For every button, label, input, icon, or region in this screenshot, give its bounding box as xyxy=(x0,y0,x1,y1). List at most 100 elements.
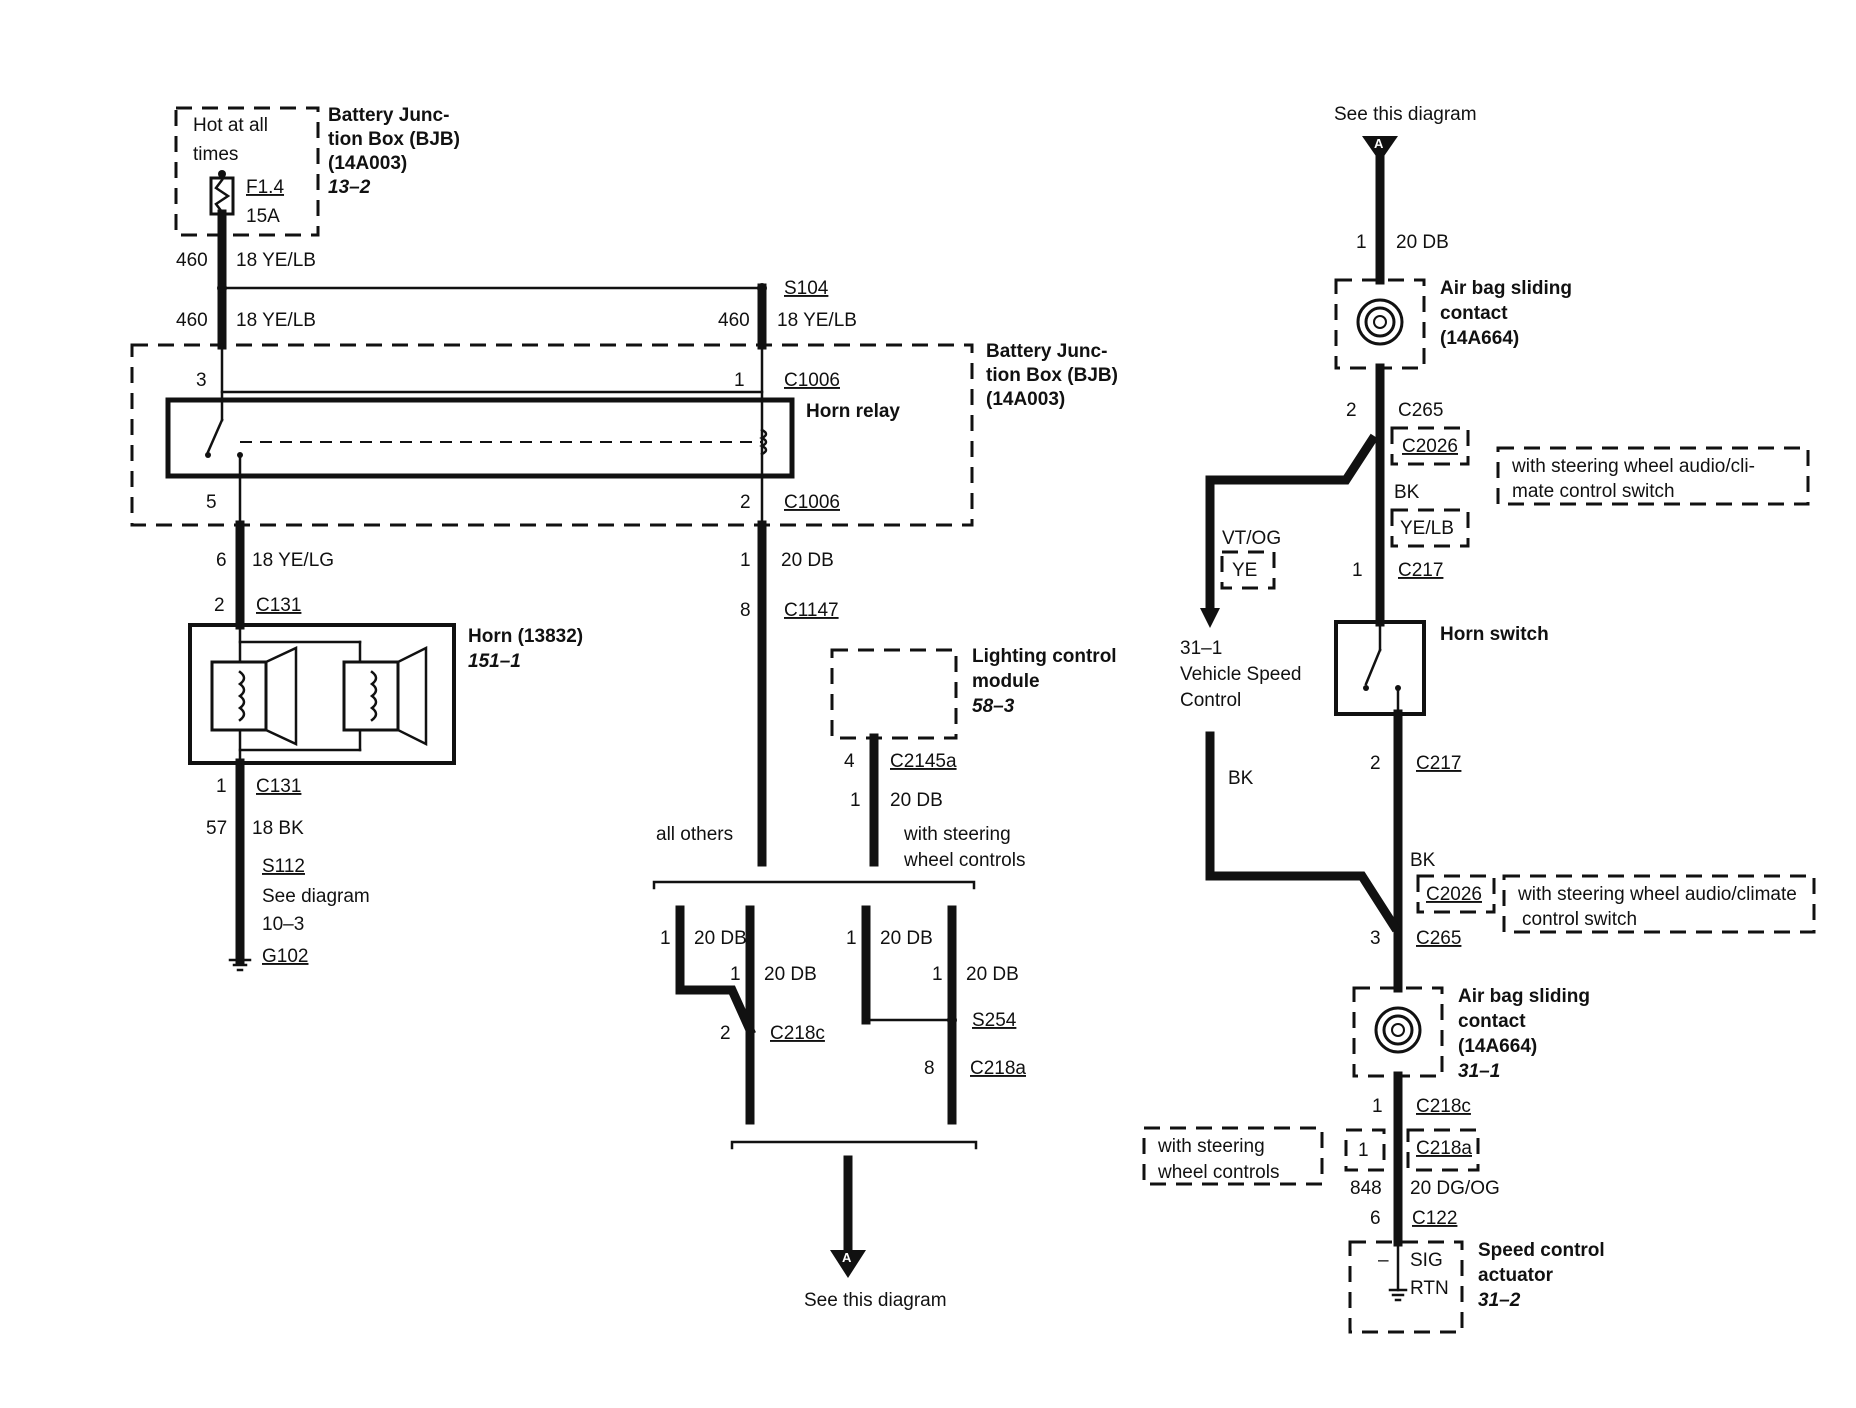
relay-pin3: 3 xyxy=(196,370,207,391)
c218a-r: C218a xyxy=(1416,1138,1472,1159)
middle-section: 1 20 DB 8 C1147 Lighting control module … xyxy=(652,520,1117,1311)
b3-spec: 20 DB xyxy=(880,928,933,949)
arrow-a-top-icon xyxy=(1362,136,1398,162)
arrow-a-label-right: A xyxy=(1374,136,1384,151)
wire-bk-left xyxy=(1205,731,1401,933)
c217-bot-pin: 2 xyxy=(1370,753,1381,774)
horn-ref: 151–1 xyxy=(468,651,521,672)
horn-name: Horn (13832) xyxy=(468,626,583,647)
clockspring-icon-top xyxy=(1356,298,1404,346)
note-top-1: with steering wheel audio/cli- xyxy=(1511,456,1755,477)
clockspring-icon-bottom xyxy=(1374,1006,1422,1054)
see-this-right: See this diagram xyxy=(1334,104,1477,125)
relay-contact-a xyxy=(205,452,211,458)
actuator-ground-icon xyxy=(1388,1288,1408,1302)
w460c-spec: 18 YE/LB xyxy=(777,310,857,331)
relay-name: Horn relay xyxy=(806,401,900,422)
c218c-pin: 2 xyxy=(720,1023,731,1044)
w6-circuit: 6 xyxy=(216,550,227,571)
branch-1-jog xyxy=(675,985,756,1036)
arrow-down-icon xyxy=(1200,608,1220,628)
c218c-conn-r: C218c xyxy=(1416,1096,1471,1117)
w848-circuit: 848 xyxy=(1350,1178,1382,1199)
airbag-top-2: contact xyxy=(1440,303,1508,324)
relay-pin1: 1 xyxy=(734,370,745,391)
bjb-top-name-3: (14A003) xyxy=(328,153,407,174)
mw1b-spec: 20 DB xyxy=(890,790,943,811)
arrow-a-label-mid: A xyxy=(842,1250,852,1265)
s104-label: S104 xyxy=(784,278,829,299)
fuse-node xyxy=(218,170,226,178)
rw1-spec: 20 DB xyxy=(1396,232,1449,253)
bjb-top-ref: 13–2 xyxy=(328,177,371,198)
fuse-element-icon xyxy=(214,178,231,214)
w460b-circuit: 460 xyxy=(176,310,208,331)
arrow-a-down-icon xyxy=(830,1250,866,1278)
w57-circuit: 57 xyxy=(206,818,227,839)
actuator-name-1: Speed control xyxy=(1478,1240,1605,1261)
lcm-ref: 58–3 xyxy=(972,696,1015,717)
actuator-rtn: RTN xyxy=(1410,1278,1449,1299)
relay-switch-icon xyxy=(206,418,224,454)
airbag-bot-3: (14A664) xyxy=(1458,1036,1537,1057)
c2026-bot-box xyxy=(1416,874,1496,914)
ye-lb-box xyxy=(1390,508,1470,548)
left-section: Hot at all times F1.4 15A Battery Junc- … xyxy=(130,105,1118,972)
alt-pin: 1 xyxy=(1358,1140,1369,1161)
bjb-fuse-box xyxy=(174,106,320,237)
c265-bot-pin: 3 xyxy=(1370,928,1381,949)
c131-top-pin: 2 xyxy=(214,595,225,616)
mw1-pin: 1 xyxy=(740,550,751,571)
option-bracket-bottom xyxy=(730,1140,978,1150)
actuator-ref: 31–2 xyxy=(1478,1290,1521,1311)
b2-pin: 1 xyxy=(730,964,741,985)
c2026-top-box xyxy=(1390,426,1470,466)
vsc-3: Control xyxy=(1180,690,1241,711)
w460b-spec: 18 YE/LB xyxy=(236,310,316,331)
c265-top-conn: C265 xyxy=(1398,400,1443,421)
c218a-pin: 8 xyxy=(924,1058,935,1079)
rw1-pin: 1 xyxy=(1356,232,1367,253)
c218c-conn: C218c xyxy=(770,1023,825,1044)
b4-spec: 20 DB xyxy=(966,964,1019,985)
c218a-box xyxy=(1406,1128,1480,1172)
airbag-contact-top xyxy=(1334,278,1426,370)
option-bracket-top xyxy=(652,880,976,890)
fuse-amp: 15A xyxy=(246,206,280,227)
ye-box xyxy=(1220,550,1276,590)
airbag-bot-1: Air bag sliding xyxy=(1458,986,1590,1007)
vsc-1: 31–1 xyxy=(1180,638,1222,659)
c218a-conn: C218a xyxy=(970,1058,1026,1079)
note-bot-box xyxy=(1142,1126,1324,1186)
c217-bot-conn: C217 xyxy=(1416,753,1461,774)
w460a-spec: 18 YE/LB xyxy=(236,250,316,271)
horn-switch-label: Horn switch xyxy=(1440,624,1549,645)
see-diagram-2: 10–3 xyxy=(262,914,304,935)
s254-label: S254 xyxy=(972,1010,1017,1031)
w460c-circuit: 460 xyxy=(718,310,750,331)
switch-blade-icon xyxy=(1364,648,1382,686)
with-steering-2: wheel controls xyxy=(903,850,1025,871)
all-others-label: all others xyxy=(656,824,733,845)
bjb-right-name-3: (14A003) xyxy=(986,389,1065,410)
bjb-right-name-1: Battery Junc- xyxy=(986,341,1107,362)
w460a-circuit: 460 xyxy=(176,250,208,271)
horn-box xyxy=(188,623,456,765)
speed-control-actuator xyxy=(1348,1240,1464,1334)
relay-pin2: 2 xyxy=(740,492,751,513)
note-mid-1: with steering wheel audio/climate xyxy=(1517,884,1797,905)
bjb-top-name-1: Battery Junc- xyxy=(328,105,449,126)
bjb-top-name-2: tion Box (BJB) xyxy=(328,129,460,150)
actuator-minus: – xyxy=(1378,1250,1389,1271)
fuse-id: F1.4 xyxy=(246,177,284,198)
airbag-bot-2: contact xyxy=(1458,1011,1526,1032)
horn-relay xyxy=(165,397,795,479)
bjb-relay-box xyxy=(130,343,974,527)
c2145a-conn: C2145a xyxy=(890,751,957,772)
lighting-control-module xyxy=(830,648,958,740)
note-bot-1: with steering xyxy=(1157,1136,1265,1157)
c1147-pin: 8 xyxy=(740,600,751,621)
bk-mid: BK xyxy=(1410,850,1436,871)
c131-top-conn: C131 xyxy=(256,595,301,616)
